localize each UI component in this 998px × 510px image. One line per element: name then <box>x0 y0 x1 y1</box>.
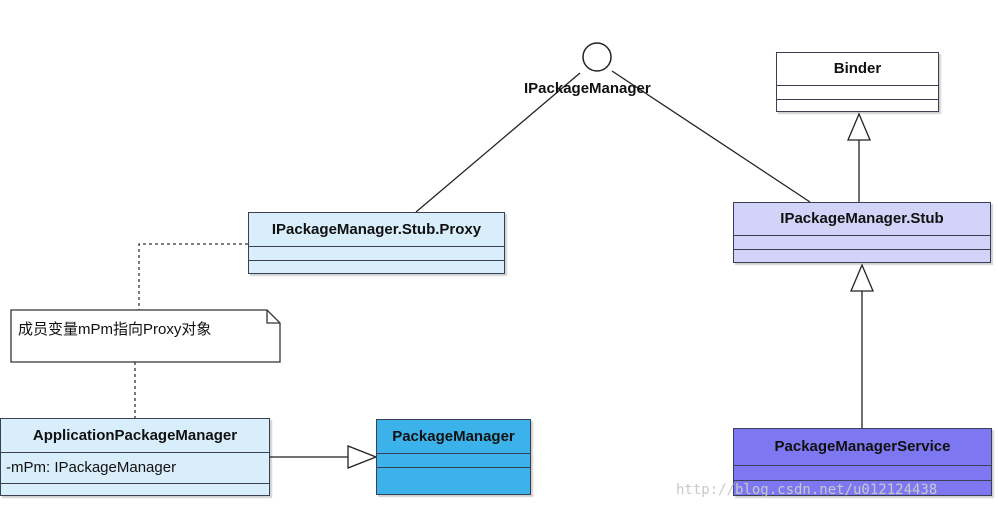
stub-binder-arrow <box>847 112 871 141</box>
package-manager-operations <box>377 468 530 494</box>
package-manager-service-attributes <box>734 466 991 481</box>
application-package-manager-operations <box>1 484 269 495</box>
application-package-manager-class[interactable]: ApplicationPackageManager -mPm: IPackage… <box>0 418 270 496</box>
application-package-manager-name: ApplicationPackageManager <box>1 419 269 453</box>
binder-class[interactable]: Binder <box>776 52 939 112</box>
interface-circle <box>582 42 612 72</box>
note-shape <box>10 309 281 363</box>
watermark: http://blog.csdn.net/u012124438 <box>676 482 938 498</box>
interface-label: IPackageManager <box>524 80 651 97</box>
note-anchor-proxy <box>138 243 248 310</box>
proxy-class-name: IPackageManager.Stub.Proxy <box>249 213 504 247</box>
package-manager-name: PackageManager <box>377 420 530 454</box>
proxy-operations <box>249 261 504 274</box>
binder-attributes <box>777 86 938 100</box>
proxy-attributes <box>249 247 504 261</box>
application-package-manager-attributes: -mPm: IPackageManager <box>1 453 269 484</box>
proxy-class[interactable]: IPackageManager.Stub.Proxy <box>248 212 505 274</box>
stub-class[interactable]: IPackageManager.Stub <box>733 202 991 263</box>
package-manager-service-class[interactable]: PackageManagerService <box>733 428 992 496</box>
binder-class-name: Binder <box>777 53 938 86</box>
mpm-attribute: -mPm: IPackageManager <box>6 459 177 476</box>
realization-line-proxy <box>415 72 581 213</box>
package-manager-class[interactable]: PackageManager <box>376 419 531 495</box>
package-manager-service-name: PackageManagerService <box>734 429 991 466</box>
note-text: 成员变量mPm指向Proxy对象 <box>18 321 212 338</box>
app-pm-arrow <box>347 445 378 469</box>
stub-class-name: IPackageManager.Stub <box>734 203 990 236</box>
note-fold <box>266 310 280 324</box>
stub-attributes <box>734 236 990 250</box>
service-stub-arrow <box>850 263 874 292</box>
package-manager-attributes <box>377 454 530 468</box>
binder-operations <box>777 100 938 112</box>
stub-operations <box>734 250 990 263</box>
realization-line-stub <box>611 70 811 203</box>
